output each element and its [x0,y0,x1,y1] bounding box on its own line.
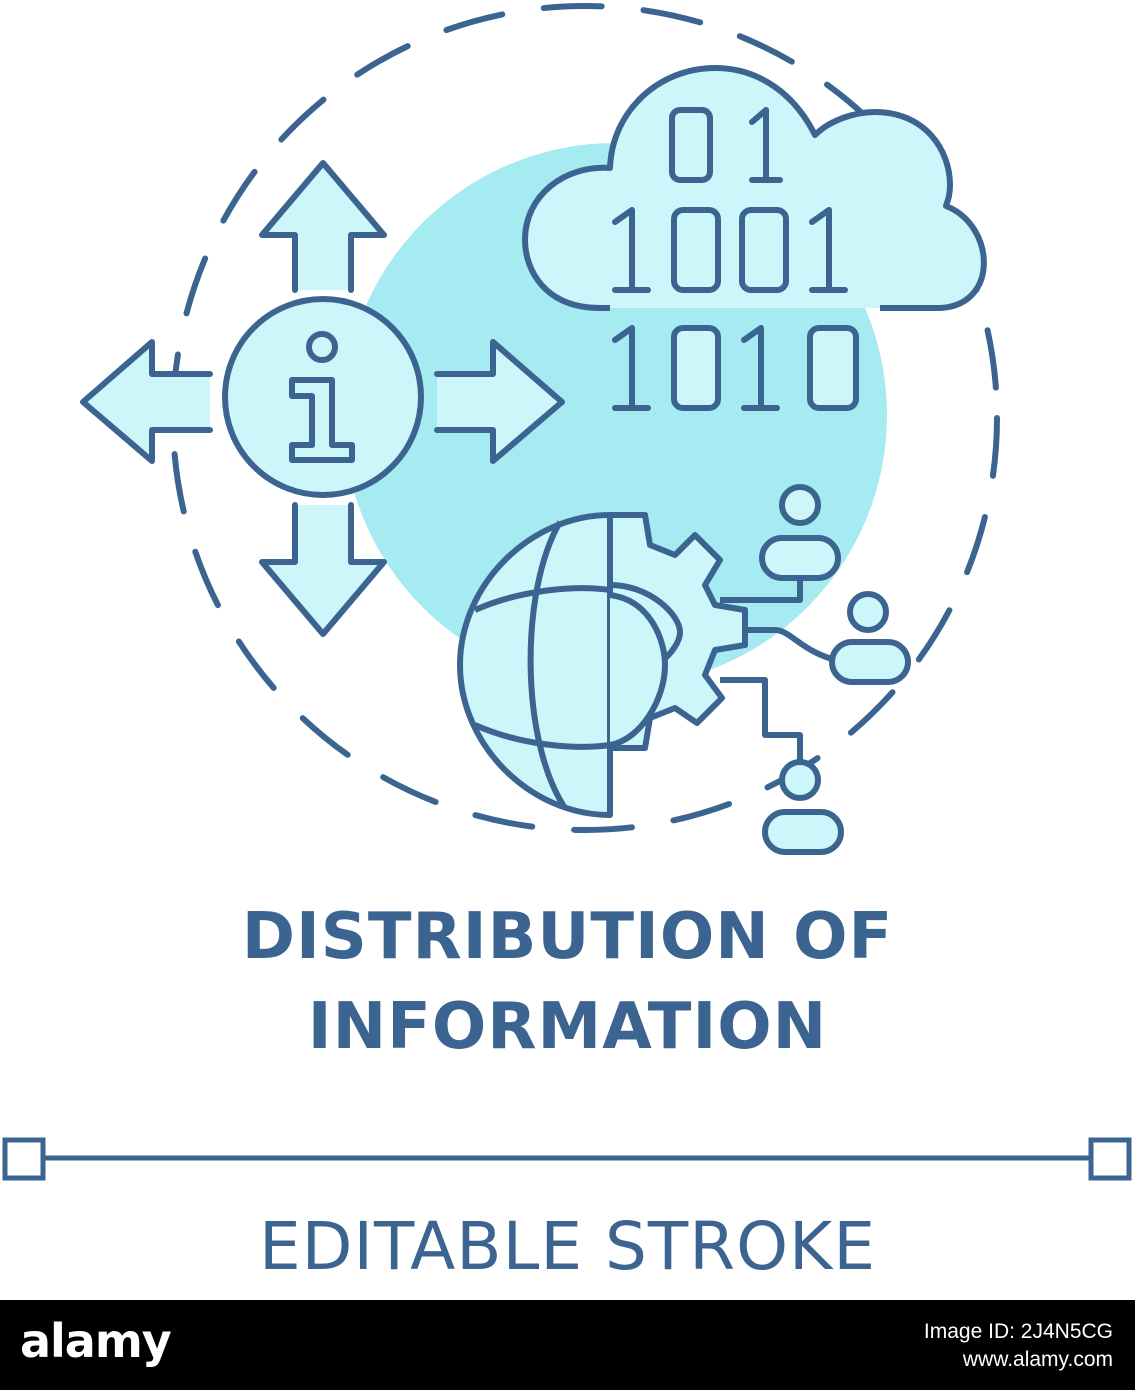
network-lines [720,578,836,760]
stock-footer: alamy Image ID: 2J4N5CG www.alamy.com [0,1300,1135,1390]
left-handle-icon [2,1137,46,1181]
concept-illustration [80,3,1000,855]
title-line-1: DISTRIBUTION OF [241,900,894,974]
right-handle-icon [1088,1137,1132,1181]
arrow-left-icon [80,339,213,464]
stock-meta: Image ID: 2J4N5CG www.alamy.com [924,1318,1113,1374]
arrow-right-icon [434,339,565,464]
editable-stroke-divider [2,1137,1132,1181]
caption: EDITABLE STROKE [258,1208,877,1285]
globe-icon [457,512,668,818]
dashed-ring [170,3,1000,833]
cloud-icon [522,65,987,311]
arrow-up-icon [259,160,387,293]
title-line-2: INFORMATION [307,990,828,1064]
alamy-logo: alamy [20,1314,172,1368]
binary-digits [612,107,859,411]
site-url: www.alamy.com [962,1348,1113,1371]
info-icon [80,160,565,637]
arrow-down-icon [259,502,387,637]
image-id: Image ID: 2J4N5CG [923,1320,1113,1343]
user-icon [759,484,911,855]
